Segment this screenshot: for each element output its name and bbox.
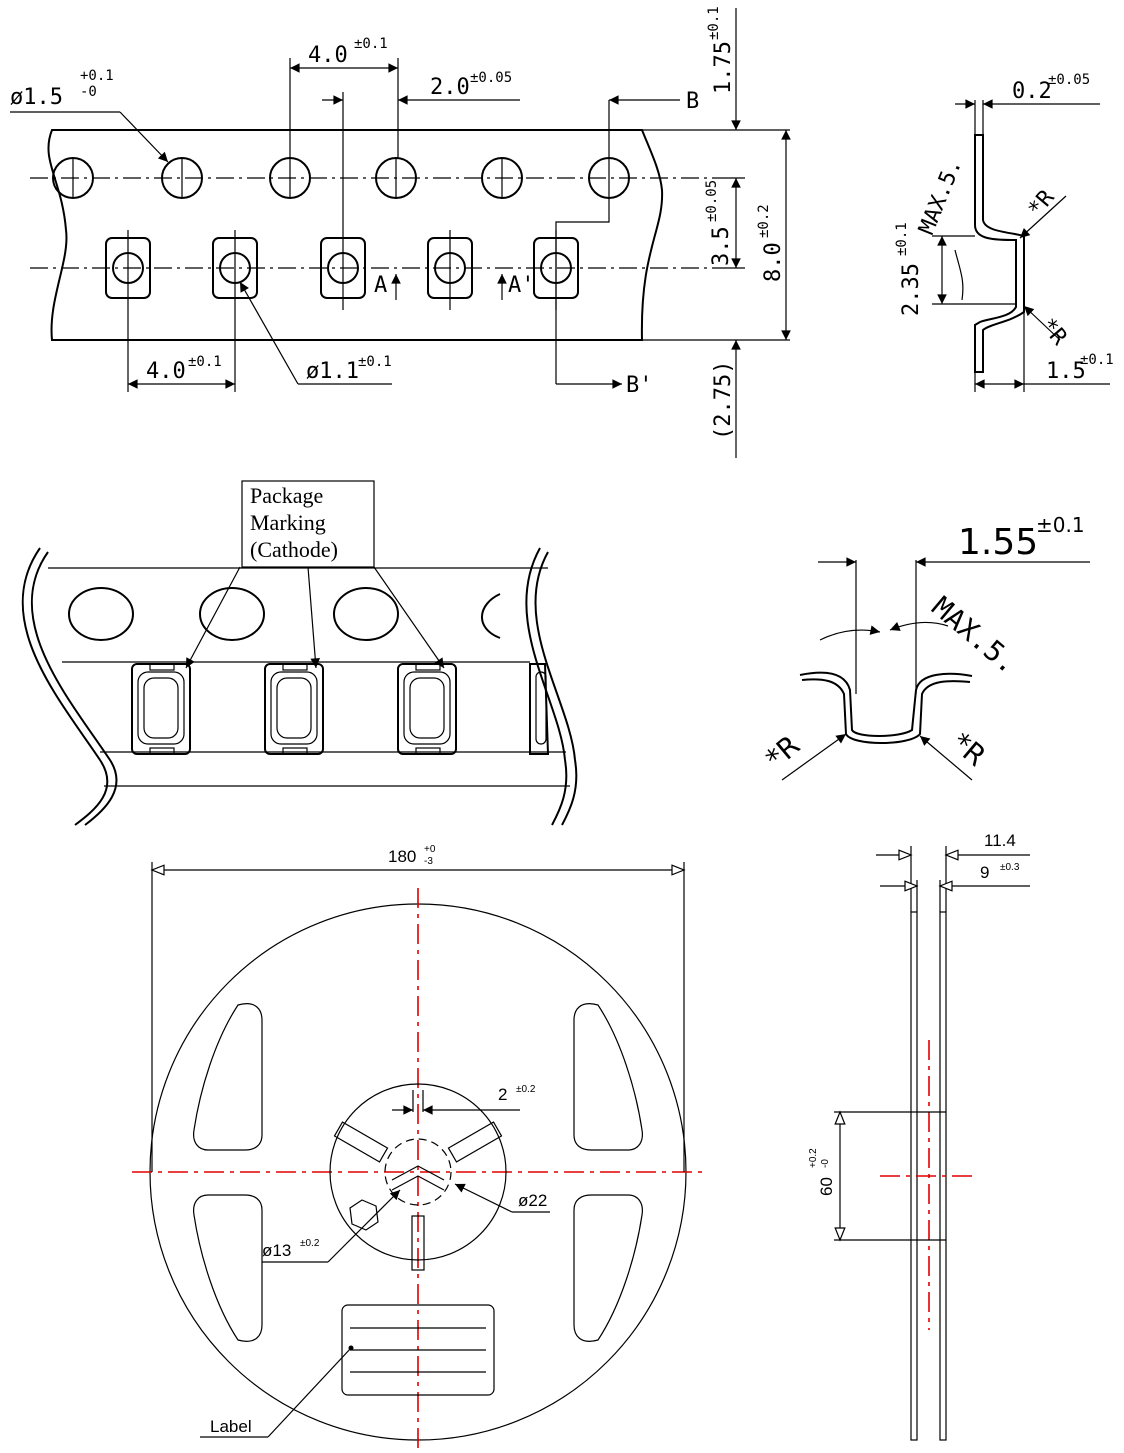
dim-reel-diameter-tol-minus: -3 [424, 856, 433, 867]
dim-depth: 2.35 [899, 263, 924, 316]
marking-label-line3: (Cathode) [250, 537, 338, 562]
pocket-section-small: 0.2 ±0.05 2.35 ±0.1 MAX.5. *R *R 1.5 ±0.… [894, 72, 1114, 392]
package-marking-view: Package Marking (Cathode) [21, 480, 578, 826]
reel-label-callout: Label [210, 1417, 252, 1436]
reel-front-view: 180 +0 -3 2 ±0.2 ø22 ø13 [132, 844, 704, 1453]
dim-large-width-tol: ±0.1 [1036, 513, 1085, 537]
dim-pocket-hole-dia: ø1.1 [306, 359, 359, 384]
dim-row-offset-tol: ±0.05 [704, 180, 720, 222]
dim-hub-height-tol-minus: -0 [820, 1159, 831, 1168]
pocket-section-large: 1.55 ±0.1 MAX.5. *R *R [759, 513, 1090, 781]
dim-reel-inner-width-tol: ±0.3 [1000, 862, 1020, 873]
section-b-label: B [686, 89, 699, 114]
dim-bore-dia: ø13 [262, 1241, 291, 1260]
dim-pocket-hole-tol: ±0.1 [358, 354, 392, 370]
dim-tape-width-tol: ±0.2 [756, 204, 772, 238]
dim-hub-dia: ø22 [518, 1191, 547, 1210]
angle-label-large: MAX.5. [926, 590, 1025, 680]
dim-sprocket-hole-tol-minus: -0 [80, 84, 97, 100]
dim-slot: 2 [498, 1085, 507, 1104]
reel-windows [193, 1003, 643, 1342]
marking-label-line2: Marking [250, 510, 326, 535]
dim-reel-diameter: 180 [388, 847, 416, 866]
section-a-label: A [374, 273, 387, 298]
marking-pockets [131, 663, 550, 755]
reel-label-area [341, 1304, 495, 1396]
radius-label-bottom: *R [1035, 314, 1072, 351]
dim-bore-dia-tol: ±0.2 [300, 1238, 320, 1249]
dim-thickness: 0.2 [1012, 79, 1052, 104]
radius-label-right: *R [946, 726, 993, 773]
angle-label-small: MAX.5. [914, 155, 967, 238]
dim-pocket-width: 1.5 [1046, 359, 1086, 384]
dim-sprocket-pitch-tol: ±0.1 [354, 36, 388, 52]
dim-pocket-pitch-tol: ±0.1 [188, 354, 222, 370]
dim-sprocket-pitch: 4.0 [308, 43, 348, 68]
marking-label-line1: Package [250, 483, 323, 508]
dim-slot-tol: ±0.2 [516, 1084, 536, 1095]
dim-row-offset: 3.5 [709, 226, 734, 266]
radius-label-top: *R [1023, 185, 1060, 222]
dim-pocket-width-tol: ±0.1 [1080, 352, 1114, 368]
section-b-prime-label: B' [626, 373, 653, 398]
dim-thickness-tol: ±0.05 [1048, 72, 1090, 88]
dim-reel-diameter-tol-plus: +0 [424, 844, 436, 855]
dim-large-width: 1.55 [958, 522, 1038, 563]
dim-edge-tol: ±0.1 [706, 6, 722, 40]
dim-offset: 2.0 [430, 75, 470, 100]
dim-offset-tol: ±0.05 [470, 70, 512, 86]
dim-hub-height-tol-plus: +0.2 [808, 1148, 819, 1168]
pockets [105, 230, 579, 320]
dim-ref-bottom: (2.75) [711, 361, 736, 440]
section-a-prime-label: A' [508, 273, 535, 298]
dim-reel-inner-width: 9 [980, 863, 989, 882]
dim-depth-tol: ±0.1 [894, 222, 910, 256]
dim-hub-height: 60 [817, 1177, 836, 1196]
dim-sprocket-hole-tol-plus: +0.1 [80, 68, 114, 84]
dim-pocket-pitch: 4.0 [146, 359, 186, 384]
reel-side-view: 11.4 9 ±0.3 60 +0.2 -0 [808, 831, 1030, 1441]
dim-tape-width: 8.0 [761, 242, 786, 282]
dim-sprocket-hole-dia: ø1.5 [10, 85, 63, 110]
dim-reel-outer-width: 11.4 [984, 831, 1016, 850]
reel-hub [329, 1083, 507, 1271]
dim-edge: 1.75 [711, 41, 736, 94]
carrier-tape-plan: 4.0 ±0.1 2.0 ±0.05 ø1.5 +0.1 -0 B B' A A… [10, 6, 791, 458]
